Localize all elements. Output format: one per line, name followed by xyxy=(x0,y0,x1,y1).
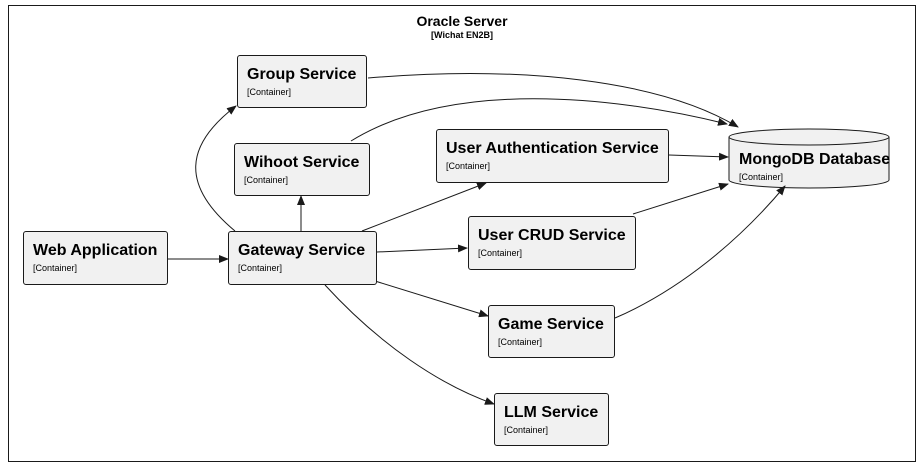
wihoot-service-type: [Container] xyxy=(244,175,289,185)
group-service-type: [Container] xyxy=(247,87,292,97)
boundary-title: Oracle Server xyxy=(416,13,508,29)
llm-service-type: [Container] xyxy=(504,425,549,435)
web-application-title: Web Application xyxy=(33,242,158,259)
user-crud-service-node[interactable]: User CRUD Service [Container] xyxy=(468,216,636,270)
edge-gateway-to-llm xyxy=(324,284,495,405)
mongodb-database-type: [Container] xyxy=(739,172,784,182)
edge-gateway-to-group xyxy=(195,105,237,232)
mongodb-database-node[interactable]: MongoDB Database [Container] xyxy=(739,151,890,183)
boundary-subtitle: [Wichat EN2B] xyxy=(431,30,493,40)
game-service-title: Game Service xyxy=(498,316,604,333)
group-service-title: Group Service xyxy=(247,66,357,83)
game-service-node[interactable]: Game Service [Container] xyxy=(488,305,615,358)
edge-gateway-to-game xyxy=(374,280,489,318)
gateway-service-type: [Container] xyxy=(238,263,283,273)
llm-service-title: LLM Service xyxy=(504,404,599,421)
game-service-type: [Container] xyxy=(498,337,543,347)
user-authentication-service-title: User Authentication Service xyxy=(446,140,659,157)
mongodb-database-title: MongoDB Database xyxy=(739,151,891,168)
user-crud-service-type: [Container] xyxy=(478,248,523,258)
user-crud-service-title: User CRUD Service xyxy=(478,227,626,244)
edge-game-to-mongodb xyxy=(614,185,786,319)
gateway-service-node[interactable]: Gateway Service [Container] xyxy=(228,231,377,285)
wihoot-service-node[interactable]: Wihoot Service [Container] xyxy=(234,143,370,196)
edge-gateway-to-user-crud xyxy=(376,244,468,253)
edge-gateway-to-user-auth xyxy=(361,182,487,232)
edge-wihoot-to-mongodb xyxy=(350,98,728,142)
edge-user-crud-to-mongodb xyxy=(632,182,729,215)
llm-service-node[interactable]: LLM Service [Container] xyxy=(494,393,609,446)
gateway-service-title: Gateway Service xyxy=(238,242,366,259)
group-service-node[interactable]: Group Service [Container] xyxy=(237,55,367,108)
web-application-node[interactable]: Web Application [Container] xyxy=(23,231,168,285)
user-authentication-service-node[interactable]: User Authentication Service [Container] xyxy=(436,129,669,183)
web-application-type: [Container] xyxy=(33,263,78,273)
edge-user-auth-to-mongodb xyxy=(668,152,729,161)
user-authentication-service-type: [Container] xyxy=(446,161,491,171)
mongodb-cylinder-shape xyxy=(728,128,890,189)
wihoot-service-title: Wihoot Service xyxy=(244,154,360,171)
edge-group-to-mongodb xyxy=(367,73,739,128)
